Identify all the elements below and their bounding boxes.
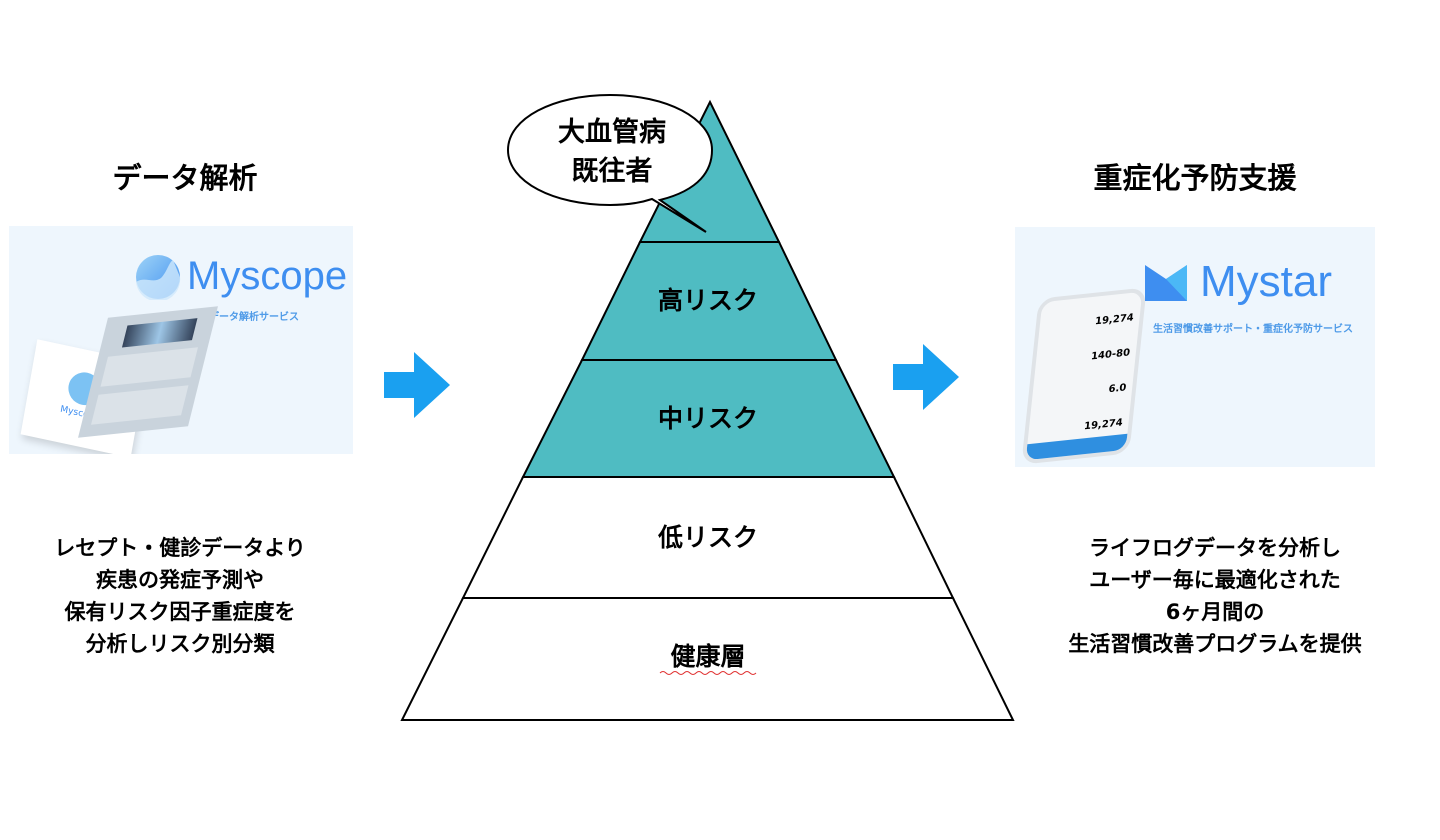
desc-line: 疾患の発症予測や: [96, 568, 264, 592]
data-analysis-heading: データ解析: [112, 161, 258, 195]
prevention-support-heading: 重症化予防支援: [1093, 161, 1297, 195]
mystar-brand: Mystar: [1200, 257, 1332, 306]
desc-line: 生活習慣改善プログラムを提供: [1068, 632, 1362, 656]
callout-bubble: [506, 93, 714, 233]
callout-line: 既往者: [572, 155, 653, 187]
myscope-brand: Myscope: [187, 254, 348, 298]
spellcheck-underline: [659, 671, 757, 675]
level-label-healthy: 健康層: [670, 642, 745, 671]
callout-line: 大血管病: [558, 117, 666, 148]
arrow-right-icon: [893, 344, 959, 410]
myscope-image: Myscope 医療データ解析サービス Myscope: [9, 226, 353, 454]
right-description: ライフログデータを分析し ユーザー毎に最適化された 6ヶ月間の 生活習慣改善プロ…: [1020, 532, 1410, 660]
mystar-subtitle: 生活習慣改善サポート・重症化予防サービス: [1153, 324, 1353, 335]
myscope-subtitle: 医療データ解析サービス: [189, 312, 299, 323]
desc-line: ユーザー毎に最適化された: [1089, 568, 1341, 592]
phone-mockup: 19,274 140-80 6.0 19,274: [1021, 287, 1147, 465]
level-label-high: 高リスク: [658, 286, 758, 315]
level-label-mid: 中リスク: [658, 404, 758, 433]
pyramid-tier-healthy: [400, 597, 1015, 721]
desc-line: ライフログデータを分析し: [1089, 536, 1341, 560]
mystar-logo-icon: [1145, 265, 1187, 301]
desc-line: レセプト・健診データより: [54, 536, 306, 560]
myscope-logo-icon: [136, 255, 181, 300]
desc-line: 分析しリスク別分類: [85, 632, 275, 656]
desc-line: 6ヶ月間の: [1165, 600, 1265, 624]
level-label-low: 低リスク: [657, 523, 758, 552]
mystar-image: 19,274 140-80 6.0 19,274 Mystar 生活習慣改善サポ…: [1015, 227, 1375, 467]
desc-line: 保有リスク因子重症度を: [64, 600, 296, 624]
left-description: レセプト・健診データより 疾患の発症予測や 保有リスク因子重症度を 分析しリスク…: [20, 532, 340, 660]
arrow-right-icon: [384, 352, 450, 418]
